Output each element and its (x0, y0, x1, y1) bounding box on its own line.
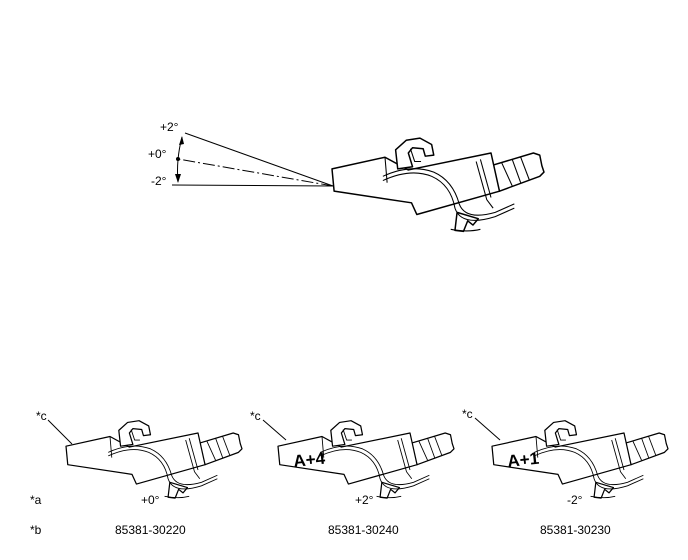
angle-line-plus2 (184, 132, 334, 187)
variant-part-number-3: 85381-30230 (540, 523, 611, 537)
variant-mark-3: A+1 (506, 449, 539, 471)
variant-part-number-1: 85381-30220 (115, 523, 186, 537)
angle-label-minus2: -2° (151, 174, 167, 188)
callout-label-1: *c (36, 409, 47, 423)
callout-leader-2 (262, 419, 287, 441)
variant-mark-2: A+4 (292, 449, 326, 471)
variant-angle-1: +0° (141, 493, 160, 507)
row-label-b: *b (30, 523, 42, 537)
arrow-down-icon (175, 174, 181, 183)
variant-angle-3: -2° (567, 493, 583, 507)
row-label-a: *a (30, 493, 42, 507)
variant-part-number-2: 85381-30240 (328, 523, 399, 537)
callout-label-3: *c (462, 407, 473, 421)
callout-leader-1 (47, 419, 73, 445)
pivot-dot-icon (176, 157, 180, 161)
angle-line-minus2 (171, 184, 334, 187)
angle-label-plus2: +2° (160, 120, 179, 134)
angle-line-zero (177, 158, 334, 187)
angle-indicator: +2° +0° -2° (148, 120, 334, 188)
variant-nozzle-2: A+4 *c (250, 409, 455, 499)
variant-angle-2: +2° (355, 493, 374, 507)
callout-leader-3 (474, 417, 501, 441)
arrow-up-icon (179, 136, 184, 145)
angle-label-zero: +0° (148, 147, 167, 161)
variant-nozzle-1: *c (36, 409, 243, 499)
variant-nozzle-3: A+1 *c (462, 407, 669, 499)
callout-label-2: *c (250, 409, 261, 423)
main-nozzle-assembly (331, 137, 545, 233)
